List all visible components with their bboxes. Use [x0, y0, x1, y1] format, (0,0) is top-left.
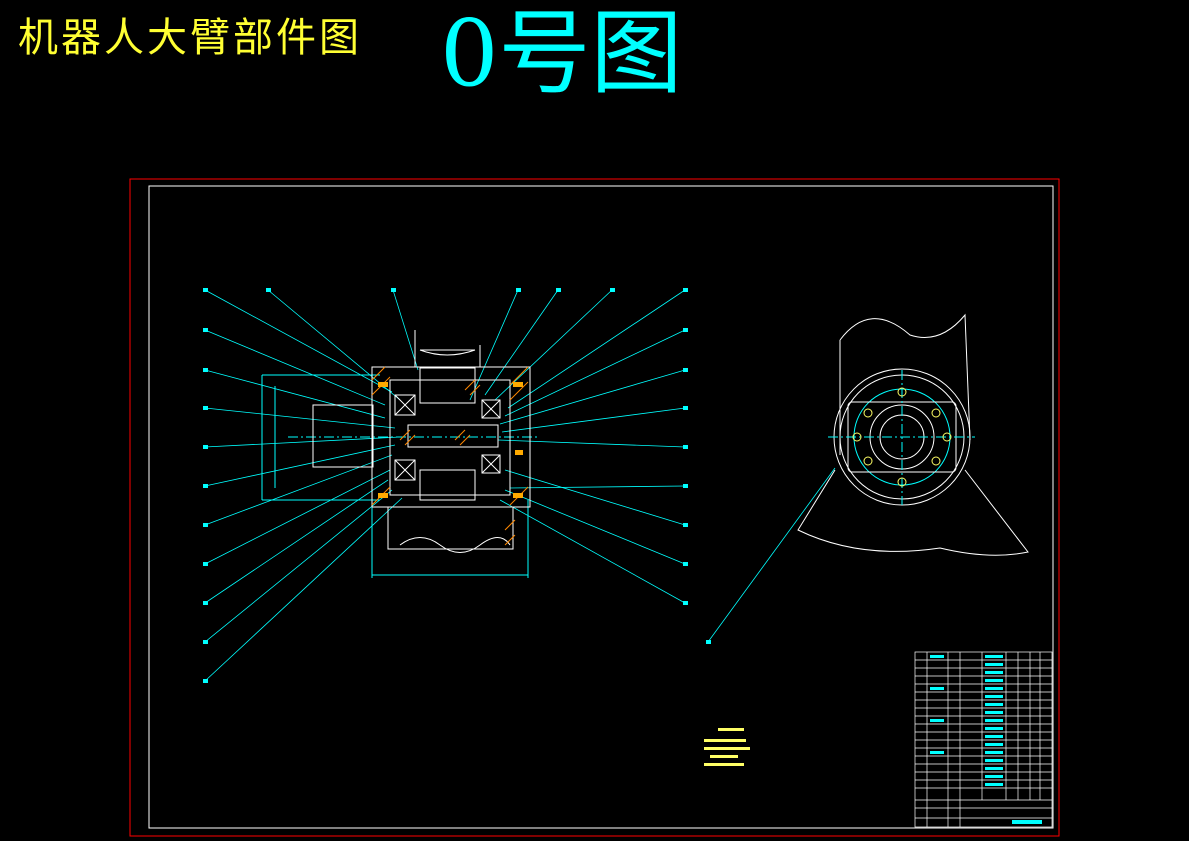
balloon-markers	[203, 288, 711, 683]
fasteners	[378, 382, 523, 498]
parts-list-text	[930, 655, 1042, 824]
leader-lines	[204, 289, 836, 682]
parts-list-table	[914, 651, 1053, 828]
inner-frame	[148, 185, 1054, 829]
outer-frame	[129, 178, 1060, 837]
section-view	[261, 330, 540, 578]
side-view	[797, 313, 1029, 556]
section-hatching	[371, 366, 529, 546]
bolt-holes	[852, 387, 952, 487]
sheet-size-label: 0号图	[440, 0, 683, 107]
technical-notes	[704, 728, 750, 766]
drawing-title: 机器人大臂部件图	[18, 15, 362, 61]
